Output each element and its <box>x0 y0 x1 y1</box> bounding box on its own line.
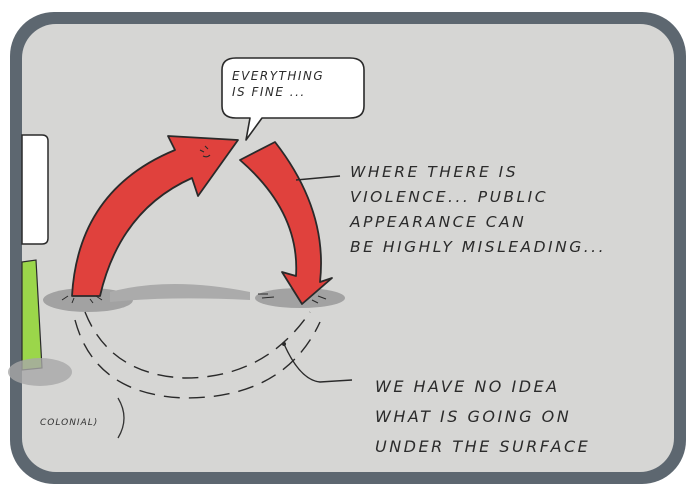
caption-line: WE HAVE NO IDEA <box>375 372 695 402</box>
caption-line: BE HIGHLY MISLEADING... <box>350 235 695 260</box>
caption-line: UNDER THE SURFACE <box>375 432 695 462</box>
caption-violence: WHERE THERE IS VIOLENCE... PUBLIC APPEAR… <box>350 160 695 260</box>
caption-line: WHAT IS GOING ON <box>375 402 695 432</box>
caption-pointer-dot <box>282 342 286 346</box>
caption-line: WHERE THERE IS <box>350 160 695 185</box>
speech-bubble-text: EVERYTHING IS FINE ... <box>232 68 372 100</box>
caption-line: VIOLENCE... PUBLIC <box>350 185 695 210</box>
speech-line: IS FINE ... <box>232 84 372 100</box>
caption-line: APPEARANCE CAN <box>350 210 695 235</box>
caption-under-surface: WE HAVE NO IDEA WHAT IS GOING ON UNDER T… <box>375 372 695 462</box>
colonial-fragment: COLONIAL) <box>40 418 98 428</box>
left-white-card <box>22 135 48 244</box>
left-ground-shadow <box>8 358 72 386</box>
speech-line: EVERYTHING <box>232 68 372 84</box>
